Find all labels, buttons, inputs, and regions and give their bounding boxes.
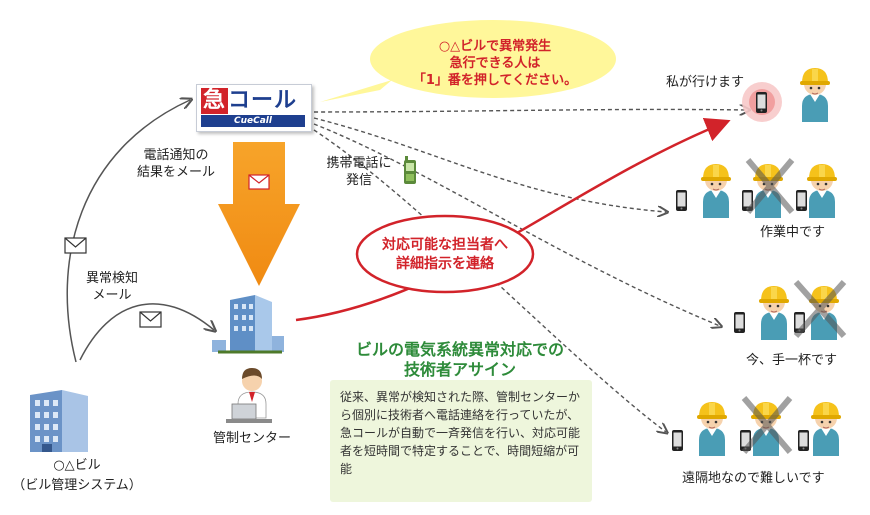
logo-word: コール [228, 88, 298, 113]
mobile-line-1: 携帯電話に [326, 156, 392, 171]
title-line-1: ビルの電気系統異常対応での [355, 340, 564, 359]
bubble-message: ○△ビルで異常発生 急行できる人は 「1」番を押してください。 [400, 38, 590, 89]
response-remote: 遠隔地なので難しいです [682, 471, 825, 486]
building-icon [30, 390, 88, 452]
bubble-line-1: ○△ビルで異常発生 [438, 39, 552, 54]
anomaly-label: 異常検知 メール [72, 270, 152, 304]
response-full: 今、手一杯です [746, 353, 838, 368]
mail-icon-2 [139, 311, 162, 328]
description-note: 従来、異常が検知された際、管制センターから個別に技術者へ電話連絡を行っていたが、… [330, 380, 592, 502]
center-label: 管制センター [212, 431, 291, 446]
diagram-title: ビルの電気系統異常対応での 技術者アサイン [320, 340, 600, 380]
building-label: ○△ビル （ビル管理システム） [0, 456, 154, 496]
building-line-1: ○△ビル [53, 458, 101, 473]
phone-result-line-1: 電話通知の [143, 148, 209, 163]
bubble-line-3: 「1」番を押してください。 [412, 73, 578, 88]
contact-oval-text: 対応可能な担当者へ 詳細指示を連絡 [372, 236, 518, 274]
mail-arrow-from-building [66, 100, 190, 363]
building-line-2: （ビル管理システム） [12, 478, 142, 493]
response-available: 私が行けます [666, 75, 745, 90]
mobile-phone-icon [404, 156, 416, 184]
orange-down-arrow [218, 142, 300, 286]
mail-icon-orange [248, 174, 270, 190]
bubble-line-2: 急行できる人は [449, 56, 541, 71]
responder-available [742, 67, 831, 123]
anomaly-line-2: メール [92, 288, 132, 303]
phone-result-label: 電話通知の 結果をメール [128, 147, 224, 181]
oval-line-2: 詳細指示を連絡 [396, 256, 494, 272]
contact-oval [355, 214, 535, 294]
speech-bubble [320, 20, 616, 102]
logo-kanji: 急 [201, 88, 229, 114]
cuecall-logo: 急コール CueCall [196, 84, 312, 132]
phone-result-line-2: 結果をメール [136, 165, 215, 180]
anomaly-arrow-to-center [79, 303, 214, 361]
response-busy: 作業中です [760, 225, 826, 240]
mail-icon-1 [64, 237, 87, 254]
center-building-icon [212, 295, 284, 354]
operator-icon [226, 368, 272, 423]
title-line-2: 技術者アサイン [403, 360, 516, 379]
anomaly-line-1: 異常検知 [85, 271, 138, 286]
logo-sub: CueCall [201, 115, 305, 127]
mobile-call-label: 携帯電話に 発信 [316, 155, 402, 189]
responders-remote [672, 396, 842, 457]
responders-full [734, 280, 847, 341]
oval-line-1: 対応可能な担当者へ [382, 237, 508, 253]
responders-busy [676, 158, 838, 219]
red-contact-arrow [295, 118, 731, 322]
mobile-line-2: 発信 [345, 173, 372, 188]
